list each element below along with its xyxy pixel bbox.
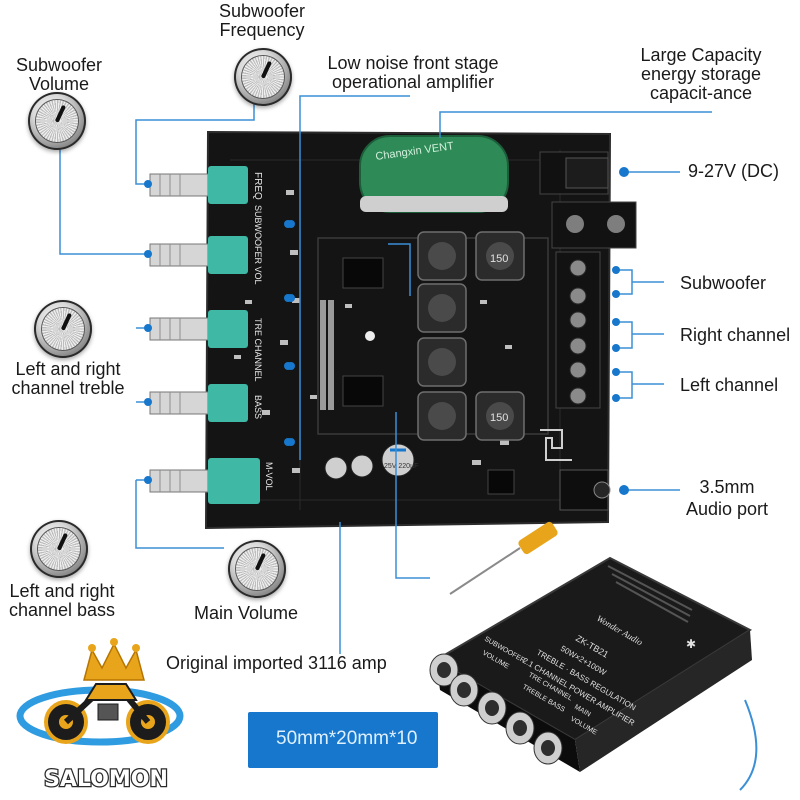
- pot-main-vol: [149, 458, 260, 504]
- label-subwoofer-frequency: Subwoofer Frequency: [208, 2, 316, 40]
- label-audio-port: 3.5mm Audio port: [672, 478, 782, 519]
- screwdriver: [449, 521, 558, 595]
- label-sub-freq-line1: Subwoofer: [218, 1, 306, 21]
- label-sub-vol-line1: Subwoofer: [15, 55, 103, 75]
- large-capacitor: Changxin VENT: [359, 135, 509, 213]
- label-bass-line2: channel bass: [8, 600, 116, 620]
- inductor-mark-1: 150: [490, 253, 508, 265]
- bluetooth-icon: ✱: [686, 637, 696, 651]
- label-cap-line2: energy storage: [640, 64, 762, 84]
- knob-icon-bass: [30, 520, 88, 578]
- label-low-noise-amp: Low noise front stage operational amplif…: [308, 54, 518, 92]
- label-left-channel: Left channel: [680, 375, 779, 395]
- label-cap-line3: capacit-ance: [649, 83, 753, 103]
- size-text: 50mm*20mm*10: [276, 728, 418, 749]
- small-cap-text: 25V 220µF: [384, 463, 418, 470]
- pot-label-sub-vol: SUBWOOFER VOL: [253, 205, 263, 285]
- inductor-mark-2: 150: [490, 412, 508, 424]
- pot-bass: [149, 384, 248, 422]
- label-subwoofer-volume: Subwoofer Volume: [0, 56, 118, 94]
- knob-icon-sub-vol: [28, 92, 86, 150]
- pot-freq: [149, 166, 248, 204]
- knob-icon-main-vol: [228, 540, 286, 598]
- amplifier-module-photo: ZK-TB21 50W×2+100W TREBLE · BASS REGULAT…: [429, 556, 758, 791]
- pot-sub-vol: [149, 236, 248, 274]
- label-low-noise-line1: Low noise front stage: [327, 53, 499, 73]
- pot-label-freq: FREQ: [252, 172, 263, 200]
- label-power-input: 9-27V (DC): [688, 161, 780, 181]
- label-bass-line1: Left and right: [9, 581, 115, 601]
- label-treble: Left and right channel treble: [0, 360, 136, 398]
- label-treble-line2: channel treble: [11, 378, 125, 398]
- label-bass: Left and right channel bass: [0, 582, 124, 620]
- label-main-volume: Main Volume: [194, 603, 299, 623]
- label-chip: Original imported 3116 amp: [166, 653, 387, 673]
- pot-label-tre: TRE CHANNEL: [253, 318, 263, 382]
- logo-text: SALOMON: [44, 767, 168, 792]
- callout-lines: [59, 88, 712, 654]
- label-sub-vol-line2: Volume: [28, 74, 90, 94]
- label-sub-freq-line2: Frequency: [219, 20, 305, 40]
- dc-power-jack: [539, 151, 637, 249]
- pot-treble: [149, 310, 248, 348]
- small-capacitors: [324, 443, 415, 480]
- label-cap-line1: Large Capacity: [640, 45, 762, 65]
- label-subwoofer-output: Subwoofer: [680, 273, 767, 293]
- speaker-terminals: [555, 251, 601, 409]
- label-audio-line2: Audio port: [685, 499, 769, 519]
- audio-jack-3-5mm: [559, 469, 611, 511]
- label-low-noise-line2: operational amplifier: [331, 72, 495, 92]
- knob-icon-freq: [234, 48, 292, 106]
- label-right-channel: Right channel: [680, 325, 791, 345]
- label-large-capacity: Large Capacity energy storage capacit-an…: [616, 46, 786, 103]
- size-banner: [248, 712, 438, 768]
- pot-label-bass: BASS: [253, 395, 263, 419]
- knob-icon-treble: [34, 300, 92, 358]
- label-treble-line1: Left and right: [15, 359, 121, 379]
- label-audio-line1: 3.5mm: [699, 477, 755, 497]
- pot-label-mvol: M-VOL: [264, 462, 274, 491]
- salomon-logo: SALOMON: [16, 638, 184, 793]
